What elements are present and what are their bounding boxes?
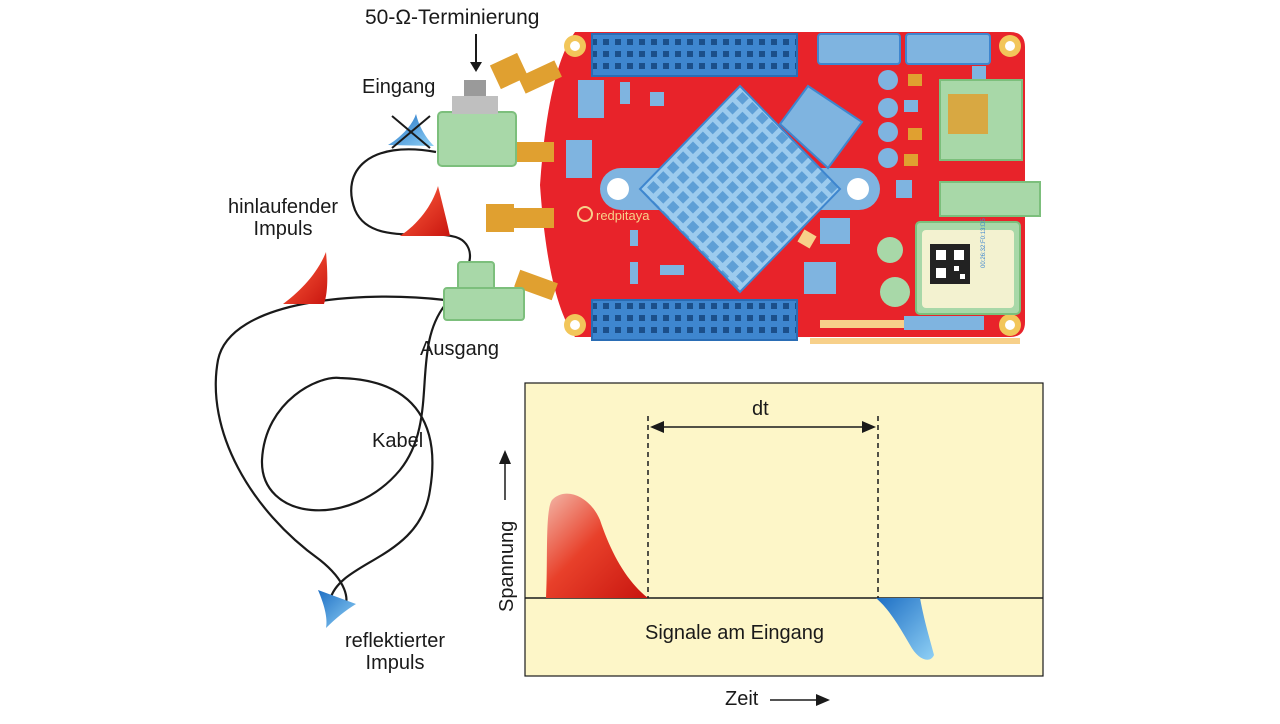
output-label: Ausgang	[420, 338, 499, 360]
forward-pulse-label-line1: hinlaufender	[227, 196, 339, 218]
blocked-pulse-icon	[388, 114, 434, 146]
mounting-hole	[564, 314, 586, 336]
brand-logo-text: redpitaya	[596, 208, 650, 223]
mounting-hole	[564, 35, 586, 57]
reflected-pulse-label: reflektierter Impuls	[330, 630, 460, 674]
usb-port	[939, 181, 1041, 217]
cable-label: Kabel	[372, 430, 424, 452]
jumper-block	[566, 140, 592, 178]
tee-adapter-output	[443, 261, 525, 321]
redpitaya-board: 00:26:32:F0:13:D5 redpitaya	[486, 32, 1041, 344]
heatsink	[638, 84, 842, 294]
y-axis-label: Spannung	[496, 521, 518, 612]
mounting-hole	[999, 314, 1021, 336]
forward-pulse-label-line2: Impuls	[253, 218, 313, 240]
forward-pulse-label: hinlaufender Impuls	[218, 196, 348, 240]
jumper-block	[578, 80, 604, 118]
dt-label: dt	[752, 398, 769, 420]
tee-adapter-input	[437, 111, 517, 167]
sma-connector-in1	[489, 52, 562, 94]
sma-connector-out1	[486, 204, 554, 232]
forward-pulse-icon	[400, 186, 450, 236]
sata-connector	[905, 33, 991, 65]
chip	[778, 84, 864, 170]
plot-caption: Signale am Eingang	[645, 622, 825, 644]
extension-header-top	[591, 33, 798, 77]
incident-pulse-trace	[546, 493, 648, 598]
reflected-pulse-label-line1: reflektierter	[344, 630, 446, 652]
input-label: Eingang	[362, 76, 436, 98]
x-axis-label: Zeit	[725, 688, 759, 710]
forward-pulse-icon	[283, 252, 328, 304]
reflected-pulse-trace	[876, 598, 934, 660]
timing-plot: Spannung	[496, 382, 1044, 706]
reflected-pulse-icon	[318, 590, 356, 628]
plot-area	[524, 382, 1044, 677]
sma-connector-out2	[514, 269, 558, 301]
termination-label: 50-Ω-Terminierung	[365, 6, 540, 29]
coax-cable	[214, 148, 471, 613]
qr-serial: 00:26:32:F0:13:D5	[981, 218, 987, 268]
sata-connector	[817, 33, 901, 65]
terminator-50-ohm	[452, 80, 498, 114]
redpitaya-logo: redpitaya	[577, 206, 650, 223]
mounting-hole	[999, 35, 1021, 57]
extension-header-bottom	[591, 299, 798, 341]
reflected-pulse-label-line2: Impuls	[365, 652, 425, 674]
sma-connector-in2	[512, 142, 554, 162]
